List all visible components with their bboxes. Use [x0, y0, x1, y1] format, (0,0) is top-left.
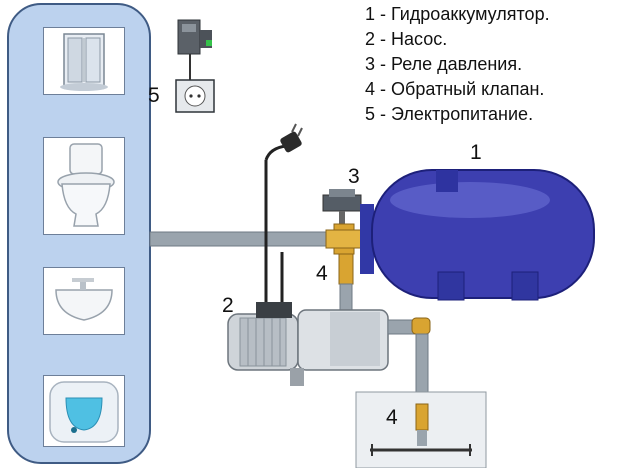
- water-heater-icon: [43, 375, 125, 447]
- electrical-outlet-icon: [175, 79, 215, 113]
- consumer-panel: [7, 3, 151, 464]
- callout-valve-upper: 4: [316, 262, 328, 285]
- legend-item-valve: 4 - Обратный клапан.: [365, 79, 545, 99]
- callout-relay: 3: [348, 165, 360, 188]
- shower-cabin-icon: [43, 27, 125, 95]
- sink-icon: [43, 267, 125, 335]
- legend: 1 - Гидроаккумулятор. 2 - Насос. 3 - Рел…: [365, 2, 635, 127]
- plug-icon: [280, 123, 303, 153]
- check-valve-lower: [415, 403, 429, 431]
- callout-accumulator: 1: [470, 141, 482, 164]
- well: [355, 391, 487, 468]
- callout-pump: 2: [222, 294, 234, 317]
- pump: [227, 302, 389, 386]
- legend-item-power: 5 - Электропитание.: [365, 104, 534, 124]
- callout-valve-lower: 4: [386, 406, 398, 429]
- breaker-icon: [177, 19, 212, 55]
- toilet-icon: [43, 137, 125, 235]
- legend-item-accumulator: 1 - Гидроаккумулятор.: [365, 4, 550, 24]
- hydroaccumulator-tank: [360, 169, 595, 301]
- check-valve-upper: [338, 253, 354, 285]
- pressure-relay: [322, 189, 362, 225]
- legend-item-relay: 3 - Реле давления.: [365, 54, 523, 74]
- legend-item-pump: 2 - Насос.: [365, 29, 448, 49]
- callout-power: 5: [148, 84, 160, 107]
- brass-fitting: [325, 223, 363, 255]
- main-pipe: [149, 231, 341, 247]
